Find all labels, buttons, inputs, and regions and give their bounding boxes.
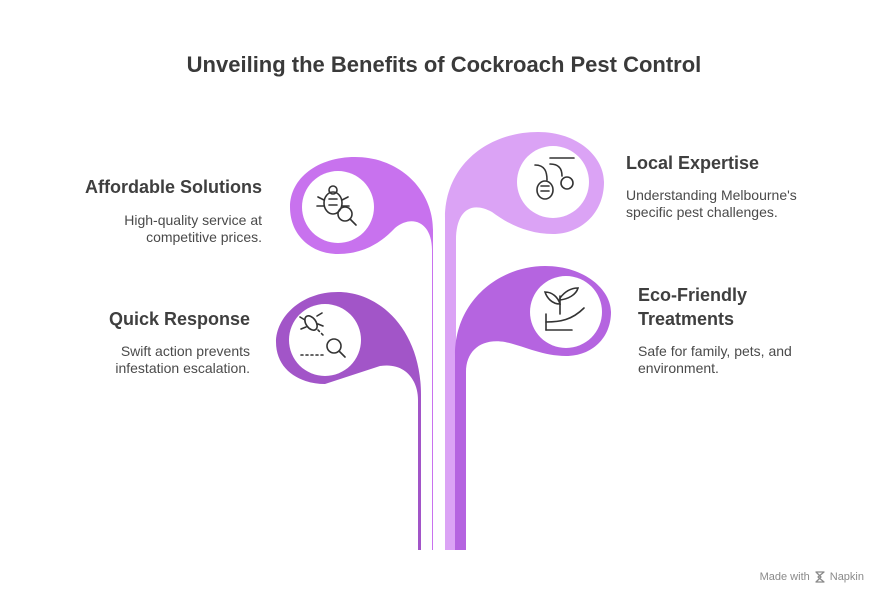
pest-in-pipe-icon bbox=[534, 157, 575, 200]
bug-magnifier-icon bbox=[316, 185, 357, 226]
description-local-expertise: Understanding Melbourne's specific pest … bbox=[626, 187, 797, 220]
pest-detection-icon bbox=[299, 312, 346, 358]
description-quick-response: Swift action prevents infestation escala… bbox=[115, 343, 250, 376]
description-eco-friendly-treatments: Safe for family, pets, and environment. bbox=[638, 343, 792, 376]
heading-affordable-solutions: Affordable Solutions bbox=[85, 177, 262, 197]
made-with-napkin-footer[interactable]: Made with Napkin bbox=[760, 571, 864, 583]
diagram-title: Unveiling the Benefits of Cockroach Pest… bbox=[186, 52, 702, 77]
plant-hand-icon bbox=[543, 287, 585, 331]
heading-local-expertise: Local Expertise bbox=[626, 153, 760, 173]
napkin-logo-icon bbox=[815, 571, 825, 583]
stem-local-expertise bbox=[445, 132, 604, 550]
napkin-brand-label: Napkin bbox=[829, 571, 864, 583]
made-with-label: Made with bbox=[759, 571, 810, 583]
description-affordable-solutions: High-quality service at competitive pric… bbox=[124, 212, 262, 245]
heading-quick-response: Quick Response bbox=[108, 309, 250, 329]
heading-eco-friendly-treatments: Eco-Friendly Treatments bbox=[638, 285, 748, 329]
